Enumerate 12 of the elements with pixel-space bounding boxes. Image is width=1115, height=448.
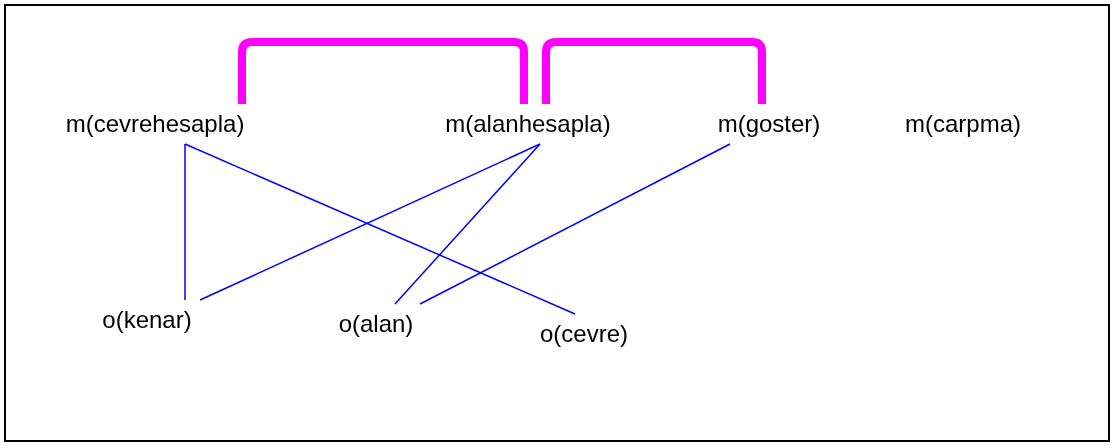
node-label: m(carpma): [905, 110, 1021, 138]
connector-line: [394, 143, 541, 305]
node-label: m(goster): [717, 110, 821, 138]
connector-line: [184, 143, 576, 315]
connector-line: [419, 143, 731, 305]
node-label: o(alan): [338, 310, 414, 338]
connector-line: [199, 143, 541, 301]
node-label: o(cevre): [540, 320, 628, 348]
connector-line: [184, 143, 186, 301]
node-label: o(kenar): [102, 306, 192, 334]
node-label: m(cevrehesapla): [65, 110, 245, 138]
node-label: m(alanhesapla): [445, 110, 611, 138]
